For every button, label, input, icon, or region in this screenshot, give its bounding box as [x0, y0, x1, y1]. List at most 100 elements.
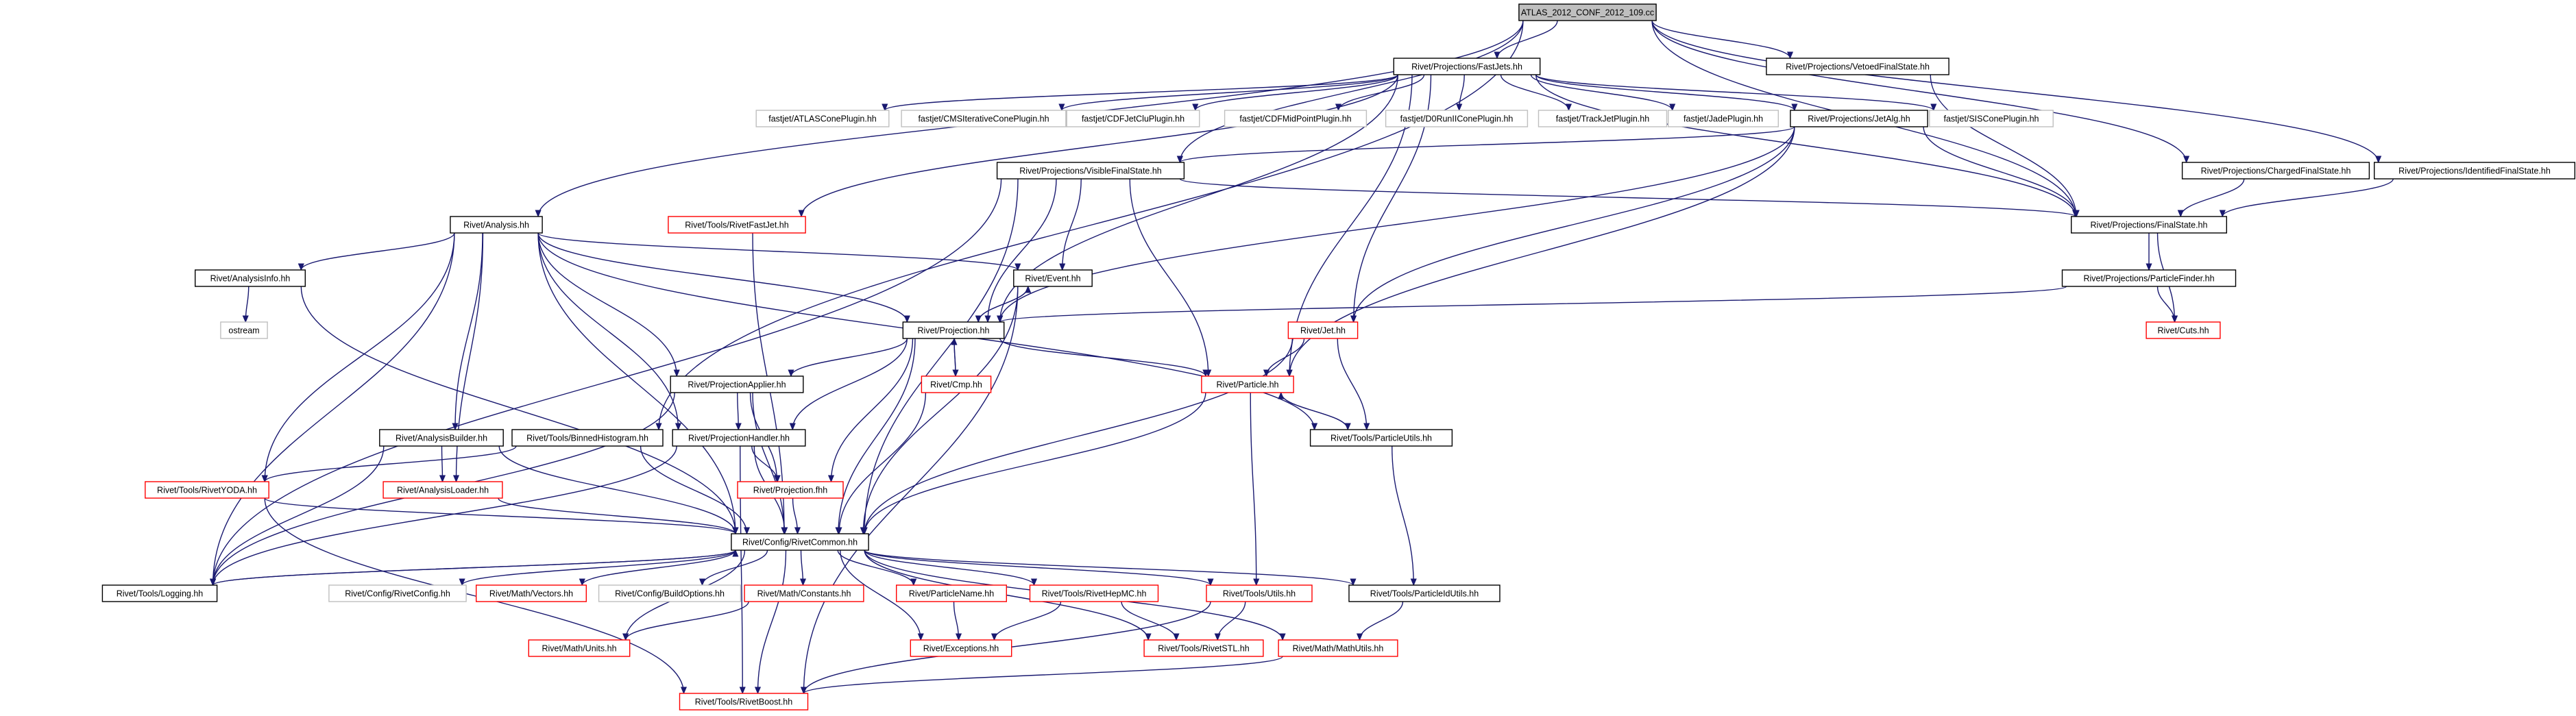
node-papplier[interactable]: Rivet/ProjectionApplier.hh — [670, 375, 804, 393]
node-boost[interactable]: Rivet/Tools/RivetBoost.hh — [679, 693, 809, 711]
node-vetoed[interactable]: Rivet/Projections/VetoedFinalState.hh — [1766, 58, 1949, 75]
node-rivetfastjet[interactable]: Rivet/Tools/RivetFastJet.hh — [668, 216, 806, 234]
node-cmsiter: fastjet/CMSIterativeConePlugin.hh — [901, 110, 1067, 127]
node-box — [668, 216, 806, 234]
edge-pname-to-exceptions — [953, 601, 962, 641]
node-projection[interactable]: Rivet/Projection.hh — [902, 321, 1005, 339]
node-rivetyoda[interactable]: Rivet/Tools/RivetYODA.hh — [145, 481, 269, 499]
node-mathutils[interactable]: Rivet/Math/MathUtils.hh — [1278, 639, 1398, 657]
node-trackjet: fastjet/TrackJetPlugin.hh — [1538, 110, 1668, 127]
edge-cmp-to-projection — [951, 337, 958, 377]
node-label: Rivet/AnalysisBuilder.hh — [396, 434, 487, 443]
edge-projection-to-projfhh — [827, 338, 914, 483]
node-finalstate[interactable]: Rivet/Projections/FinalState.hh — [2070, 216, 2227, 234]
node-units[interactable]: Rivet/Math/Units.hh — [528, 639, 631, 657]
node-jetalg[interactable]: Rivet/Projections/JetAlg.hh — [1790, 110, 1928, 127]
node-logging[interactable]: Rivet/Tools/Logging.hh — [101, 584, 218, 602]
node-rivetcommon[interactable]: Rivet/Config/RivetCommon.hh — [731, 533, 869, 551]
node-aloader[interactable]: Rivet/AnalysisLoader.hh — [382, 481, 503, 499]
node-box — [379, 429, 504, 447]
node-label: fastjet/SISConePlugin.hh — [1944, 114, 2039, 124]
node-label: Rivet/Projection.fhh — [753, 486, 827, 495]
node-pfinder[interactable]: Rivet/Projections/ParticleFinder.hh — [2061, 269, 2237, 287]
edge-rivetcommon-to-tutils — [864, 550, 1214, 587]
edge-jet-to-putils — [1337, 338, 1370, 431]
node-abuilder[interactable]: Rivet/AnalysisBuilder.hh — [379, 429, 504, 447]
edge-charged-to-finalstate — [2177, 178, 2245, 218]
node-jet[interactable]: Rivet/Jet.hh — [1287, 321, 1359, 339]
edge-root-to-vetoed — [1651, 20, 1794, 60]
node-label: Rivet/ProjectionApplier.hh — [688, 380, 786, 390]
node-label: Rivet/Tools/RivetBoost.hh — [695, 698, 792, 707]
node-identified[interactable]: Rivet/Projections/IdentifiedFinalState.h… — [2373, 162, 2575, 180]
node-label: Rivet/Tools/RivetYODA.hh — [157, 486, 257, 495]
node-label: Rivet/AnalysisLoader.hh — [397, 486, 489, 495]
node-charged[interactable]: Rivet/Projections/ChargedFinalState.hh — [2181, 162, 2370, 180]
node-box — [1309, 429, 1453, 447]
node-binnedhisto[interactable]: Rivet/Tools/BinnedHistogram.hh — [511, 429, 664, 447]
node-exceptions[interactable]: Rivet/Exceptions.hh — [910, 639, 1012, 657]
edge-projection-to-papplier — [788, 338, 908, 378]
node-constants[interactable]: Rivet/Math/Constants.hh — [744, 584, 864, 602]
node-putils[interactable]: Rivet/Tools/ParticleUtils.hh — [1309, 429, 1453, 447]
node-event[interactable]: Rivet/Event.hh — [1013, 269, 1093, 287]
node-label: Rivet/Cuts.hh — [2157, 326, 2209, 336]
node-label: Rivet/Tools/RivetFastJet.hh — [685, 221, 788, 230]
edge-jetalg-to-jet — [1350, 126, 1795, 323]
node-analysis[interactable]: Rivet/Analysis.hh — [450, 216, 543, 234]
node-fastjets[interactable]: Rivet/Projections/FastJets.hh — [1393, 58, 1541, 75]
node-visible[interactable]: Rivet/Projections/VisibleFinalState.hh — [996, 162, 1185, 180]
edge-binnedhisto-to-rivetyoda — [261, 445, 517, 483]
node-box — [910, 639, 1012, 657]
node-tutils[interactable]: Rivet/Tools/Utils.hh — [1206, 584, 1313, 602]
node-rivetconfig: Rivet/Config/RivetConfig.hh — [328, 584, 467, 602]
edge-root-to-visible — [1176, 20, 1524, 164]
node-label: Rivet/Tools/BinnedHistogram.hh — [526, 434, 648, 443]
edge-jet-to-particle — [1263, 338, 1305, 378]
node-label: ostream — [228, 326, 259, 336]
node-root[interactable]: ATLAS_2012_CONF_2012_109.cc — [1518, 3, 1657, 21]
node-label: Rivet/Config/BuildOptions.hh — [615, 589, 725, 599]
node-pidutils[interactable]: Rivet/Tools/ParticleIdUtils.hh — [1348, 584, 1500, 602]
node-label: Rivet/Config/RivetCommon.hh — [742, 538, 858, 547]
edge-hepmc-to-rivetstl — [1121, 601, 1180, 641]
node-vectors[interactable]: Rivet/Math/Vectors.hh — [476, 584, 587, 602]
node-box — [598, 584, 742, 602]
edge-aloader-to-rivetcommon — [498, 497, 739, 535]
node-box — [755, 110, 890, 127]
edge-phandler-to-projfhh — [751, 445, 781, 483]
node-label: Rivet/Math/Units.hh — [542, 644, 616, 654]
node-box — [1224, 110, 1368, 127]
edge-fastjets-to-cmsiter — [1058, 74, 1398, 112]
node-rivetstl[interactable]: Rivet/Tools/RivetSTL.hh — [1143, 639, 1264, 657]
node-particle[interactable]: Rivet/Particle.hh — [1201, 375, 1294, 393]
node-cmp[interactable]: Rivet/Cmp.hh — [921, 375, 992, 393]
edge-analysis-to-abuilder — [452, 232, 483, 431]
node-label: fastjet/CDFMidPointPlugin.hh — [1239, 114, 1351, 124]
edge-cmp-to-rivetcommon — [836, 392, 927, 535]
edge-putils-to-pidutils — [1392, 445, 1417, 587]
node-phandler[interactable]: Rivet/ProjectionHandler.hh — [672, 429, 806, 447]
edge-rivetcommon-to-constants — [799, 550, 807, 587]
edge-visible-to-logging — [210, 178, 1002, 587]
edge-papplier-to-phandler — [735, 392, 742, 431]
node-label: Rivet/Projections/ParticleFinder.hh — [2083, 274, 2214, 284]
node-box — [902, 321, 1005, 339]
edge-logging-to-rivetcommon — [212, 549, 739, 586]
node-label: Rivet/Projections/VisibleFinalState.hh — [1019, 166, 1162, 176]
edge-rivetcommon-to-boost — [754, 550, 787, 695]
edge-fastjets-to-rivetfastjet — [798, 74, 1398, 218]
node-box — [382, 481, 503, 499]
edge-analysisinfo-to-rivetcommon — [300, 286, 739, 535]
node-analysisinfo[interactable]: Rivet/AnalysisInfo.hh — [195, 269, 306, 287]
node-box — [1766, 58, 1949, 75]
node-label: Rivet/Math/Vectors.hh — [489, 589, 573, 599]
edge-fastjets-to-jetalg — [1535, 74, 1798, 112]
node-projfhh[interactable]: Rivet/Projection.fhh — [737, 481, 844, 499]
node-jade: fastjet/JadePlugin.hh — [1667, 110, 1779, 127]
edge-root-to-identified — [1651, 20, 2382, 164]
node-pname[interactable]: Rivet/ParticleName.hh — [895, 584, 1007, 602]
node-hepmc[interactable]: Rivet/Tools/RivetHepMC.hh — [1029, 584, 1159, 602]
node-cuts[interactable]: Rivet/Cuts.hh — [2146, 321, 2221, 339]
node-label: Rivet/Jet.hh — [1300, 326, 1346, 336]
